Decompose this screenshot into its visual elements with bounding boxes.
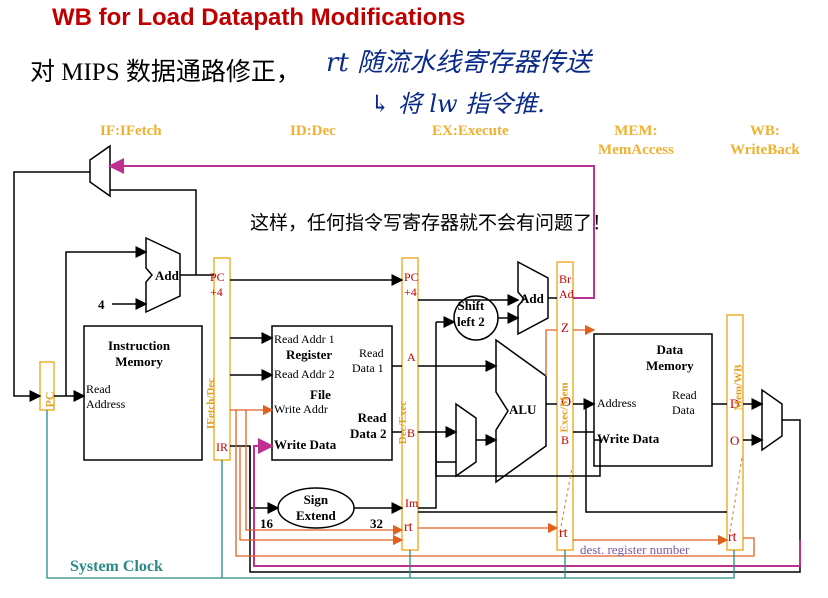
dmem-rd-label: Read Data	[672, 388, 697, 417]
reg-title: Register	[286, 347, 333, 362]
reg-addr1-label: Read Addr 1	[274, 332, 335, 346]
idex-label: Dec/Exec	[397, 400, 410, 445]
im-label: Im	[405, 496, 419, 510]
dmem-wdata-label: Write Data	[597, 431, 660, 446]
reg-file-label: File	[310, 387, 331, 402]
memwb-label: Mem/WB	[732, 364, 745, 411]
annotation-note: 这样，任何指令写寄存器就不会有问题了！	[250, 213, 612, 234]
d-label: D	[730, 396, 740, 411]
o2-label: O	[730, 433, 740, 448]
alu	[495, 338, 547, 484]
n32-label: 32	[370, 516, 383, 531]
fetch-mux	[89, 144, 111, 198]
n16-label: 16	[260, 516, 273, 531]
rt2-label: rt	[559, 526, 568, 541]
register-file	[271, 325, 393, 461]
reg-addr2-label: Read Addr 2	[274, 367, 335, 381]
rt1-label: rt	[404, 520, 413, 535]
dmem-addr-label: Address	[597, 396, 637, 410]
instruction-memory	[83, 325, 203, 461]
handwritten-scribble: ↳ 将 lw 指令推.	[370, 90, 545, 118]
memwb-register	[726, 314, 744, 551]
pc-adder	[145, 236, 181, 314]
b-label: B	[407, 426, 416, 440]
reg-rd1-label: Read Data 1	[352, 346, 384, 375]
add-label: Add	[155, 268, 179, 283]
z-label: Z	[561, 320, 569, 335]
a-label: A	[407, 350, 416, 364]
branch-add-label: Add	[520, 291, 544, 306]
reg-waddr-label: Write Addr	[274, 402, 328, 416]
dmem-title: Data Memory	[646, 342, 694, 373]
signext-label: Sign Extend	[296, 492, 336, 523]
ifid-label: IFetch/Dec	[205, 377, 218, 430]
stage-id: ID:Dec	[290, 123, 336, 139]
page-title: WB for Load Datapath Modifications	[52, 4, 466, 31]
pc4-a-label: PC +4	[210, 270, 225, 299]
stage-ex: EX:Execute	[432, 123, 509, 139]
o1-label: O	[561, 395, 572, 410]
b2-label: B	[561, 433, 570, 447]
data-memory	[593, 333, 713, 467]
stage-wb: WB: WriteBack	[730, 123, 800, 158]
alusrc-mux	[455, 402, 477, 478]
imem-title: Instruction Memory	[108, 338, 171, 369]
handwritten-note: rt 随流水线寄存器传送	[326, 48, 592, 78]
br-label: Br Ad	[559, 272, 574, 301]
system-clock-label: System Clock	[70, 558, 163, 575]
exmem-label: Exec/Mem	[558, 382, 571, 433]
rt3-label: rt	[728, 530, 737, 545]
alu-label: ALU	[509, 402, 537, 417]
shift-label: Shift left 2	[457, 298, 485, 329]
ir-label: IR	[216, 440, 228, 454]
reg-rd2-label: Read Data 2	[350, 410, 387, 441]
imem-port: Read Address	[86, 382, 126, 411]
pc-label: PC	[42, 391, 57, 408]
reg-wdata-label: Write Data	[274, 437, 337, 452]
stage-if: IF:IFetch	[100, 123, 162, 139]
four-label: 4	[98, 297, 105, 312]
subtitle: 对 MIPS 数据通路修正，	[30, 59, 301, 86]
dest-register-label: dest. register number	[580, 542, 690, 557]
stage-mem: MEM: MemAccess	[598, 123, 674, 158]
pc4-b-label: PC +4	[404, 270, 419, 299]
wb-mux	[761, 388, 783, 452]
